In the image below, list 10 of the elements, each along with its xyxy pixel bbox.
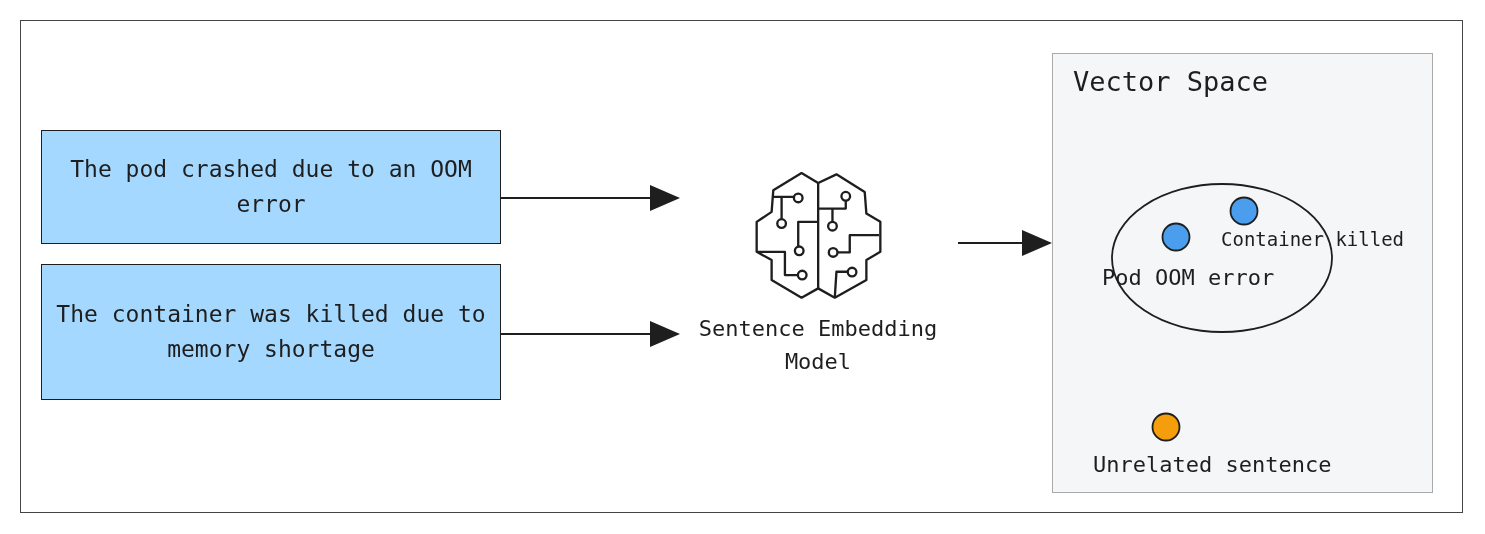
arrow — [500, 185, 680, 211]
vector-space-panel — [1052, 53, 1433, 493]
panel-title: Vector Space — [1073, 66, 1269, 97]
point-label: Container killed — [1221, 228, 1405, 250]
sentence-box: The container was killed due to memory shortage — [41, 264, 501, 400]
model-label: Sentence Embedding Model — [697, 315, 939, 376]
arrow — [957, 230, 1052, 256]
point-label: Unrelated sentence — [1093, 452, 1332, 477]
sentence-box: The pod crashed due to an OOM error — [41, 130, 501, 244]
arrow — [500, 321, 680, 347]
